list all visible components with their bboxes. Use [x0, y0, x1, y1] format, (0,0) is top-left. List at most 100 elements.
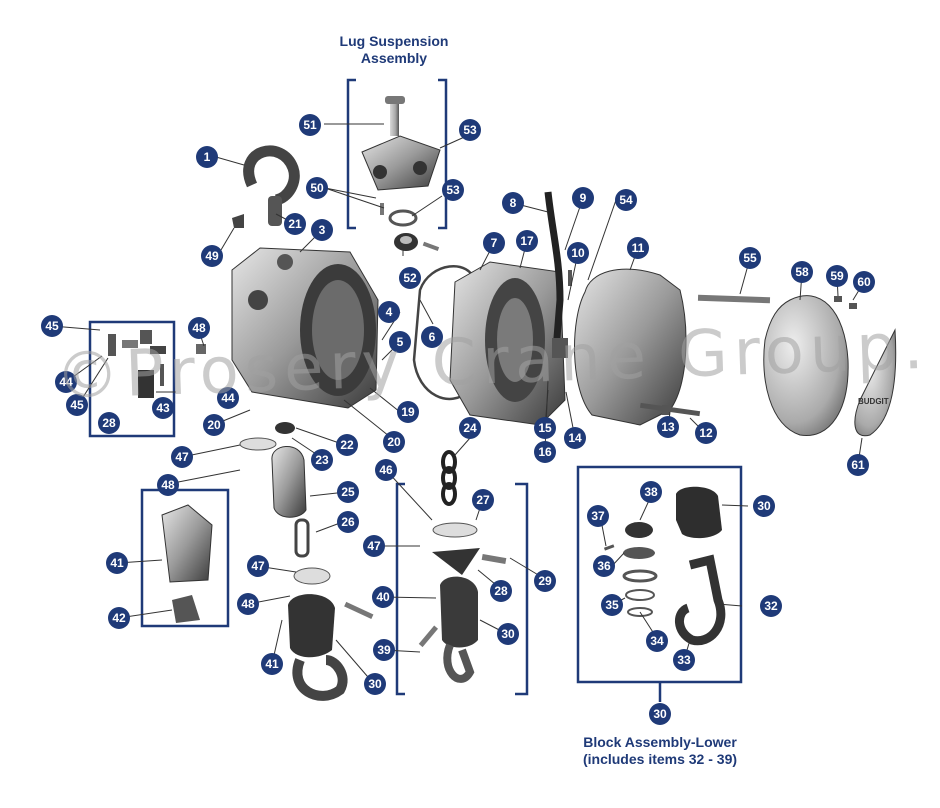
part-number-badge-34: 34: [646, 630, 668, 652]
lug-suspension-box: [346, 78, 448, 230]
hook-block-middle-parts: [432, 522, 507, 683]
block-assembly-title-line1: Block Assembly-Lower: [583, 734, 737, 750]
part-number-badge-44: 44: [55, 371, 77, 393]
part-number-text: 53: [463, 123, 477, 137]
part-number-badge-12: 12: [695, 422, 717, 444]
part-number-badge-11: 11: [627, 237, 649, 259]
part-number-badge-30: 30: [753, 495, 775, 517]
part-number-text: 15: [538, 421, 552, 435]
part-number-badge-59: 59: [826, 265, 848, 287]
part-number-text: 33: [677, 653, 691, 667]
part-number-badge-4: 4: [378, 301, 400, 323]
part-number-badge-41: 41: [106, 552, 128, 574]
part-number-text: 36: [597, 559, 611, 573]
idler-box: [140, 488, 230, 628]
part-number-text: 42: [112, 611, 126, 625]
part-number-text: 41: [265, 657, 279, 671]
part-number-text: 12: [699, 426, 713, 440]
part-number-text: 48: [241, 597, 255, 611]
part-number-badge-47: 47: [247, 555, 269, 577]
motor-cover-part: [574, 268, 701, 426]
part-number-text: 27: [476, 493, 490, 507]
part-number-text: 52: [403, 271, 417, 285]
part-number-badge-45: 45: [66, 394, 88, 416]
part-number-badge-47: 47: [171, 446, 193, 468]
part-number-badge-46: 46: [375, 459, 397, 481]
part-number-badge-3: 3: [311, 219, 333, 241]
part-number-text: 28: [102, 416, 116, 430]
part-number-text: 58: [795, 265, 809, 279]
part-number-text: 29: [538, 574, 552, 588]
part-number-text: 8: [510, 196, 517, 210]
part-number-badge-20: 20: [203, 414, 225, 436]
part-number-text: 20: [207, 418, 221, 432]
parts: BUDGIT: [108, 96, 897, 701]
part-number-badge-40: 40: [372, 586, 394, 608]
part-number-badge-20: 20: [383, 431, 405, 453]
part-number-text: 35: [605, 598, 619, 612]
part-number-badge-27: 27: [472, 489, 494, 511]
part-number-badge-48: 48: [157, 474, 179, 496]
part-number-text: 28: [494, 584, 508, 598]
part-number-badge-30: 30: [497, 623, 519, 645]
part-number-badge-41: 41: [261, 653, 283, 675]
part-number-badge-23: 23: [311, 449, 333, 471]
part-number-badge-32: 32: [760, 595, 782, 617]
brake-cover-part: [763, 295, 857, 437]
pawl-assembly-box: [88, 320, 176, 438]
part-number-badge-51: 51: [299, 114, 321, 136]
idler-parts: [161, 504, 213, 623]
part-number-text: 25: [341, 485, 355, 499]
pawl-parts: [108, 330, 206, 398]
part-number-text: 48: [161, 478, 175, 492]
part-number-badge-42: 42: [108, 607, 130, 629]
part-number-badge-28: 28: [490, 580, 512, 602]
top-hook-part: [243, 145, 300, 226]
part-number-text: 30: [501, 627, 515, 641]
part-number-badge-54: 54: [615, 189, 637, 211]
part-number-badge-30: 30: [364, 673, 386, 695]
part-number-text: 30: [368, 677, 382, 691]
part-number-badge-10: 10: [567, 242, 589, 264]
assembly-boxes: [88, 78, 743, 702]
part-number-text: 30: [757, 499, 771, 513]
part-number-text: 45: [70, 398, 84, 412]
part-number-text: 7: [491, 236, 498, 250]
part-number-badge-52: 52: [399, 267, 421, 289]
part-number-badge-28: 28: [98, 412, 120, 434]
part-number-text: 60: [857, 275, 871, 289]
part-number-badge-48: 48: [237, 593, 259, 615]
part-number-badge-29: 29: [534, 570, 556, 592]
part-number-badge-15: 15: [534, 417, 556, 439]
frame-part: [231, 214, 379, 409]
block-box-middle: [395, 482, 529, 696]
part-number-badge-36: 36: [593, 555, 615, 577]
part-number-text: 5: [397, 335, 404, 349]
part-number-text: 9: [580, 191, 587, 205]
part-number-badge-37: 37: [587, 505, 609, 527]
part-number-badge-49: 49: [201, 245, 223, 267]
part-number-text: 34: [650, 634, 664, 648]
part-number-text: 23: [315, 453, 329, 467]
part-number-text: 39: [377, 643, 391, 657]
part-number-badge-43: 43: [152, 397, 174, 419]
part-number-badge-14: 14: [564, 427, 586, 449]
part-number-text: 47: [367, 539, 381, 553]
part-number-badge-19: 19: [397, 401, 419, 423]
part-number-badge-39: 39: [373, 639, 395, 661]
nameplate-part: BUDGIT: [854, 328, 897, 437]
part-number-text: 3: [319, 223, 326, 237]
part-number-text: 55: [743, 251, 757, 265]
part-number-badge-13: 13: [657, 416, 679, 438]
tie-rod-part: [697, 294, 771, 304]
part-number-text: 30: [653, 707, 667, 721]
part-number-badge-61: 61: [847, 454, 869, 476]
part-number-text: 32: [764, 599, 778, 613]
part-number-badge-24: 24: [459, 417, 481, 439]
part-number-text: 21: [288, 217, 302, 231]
part-number-badge-48: 48: [188, 317, 210, 339]
part-number-text: 40: [376, 590, 390, 604]
cord-part: [544, 191, 572, 358]
